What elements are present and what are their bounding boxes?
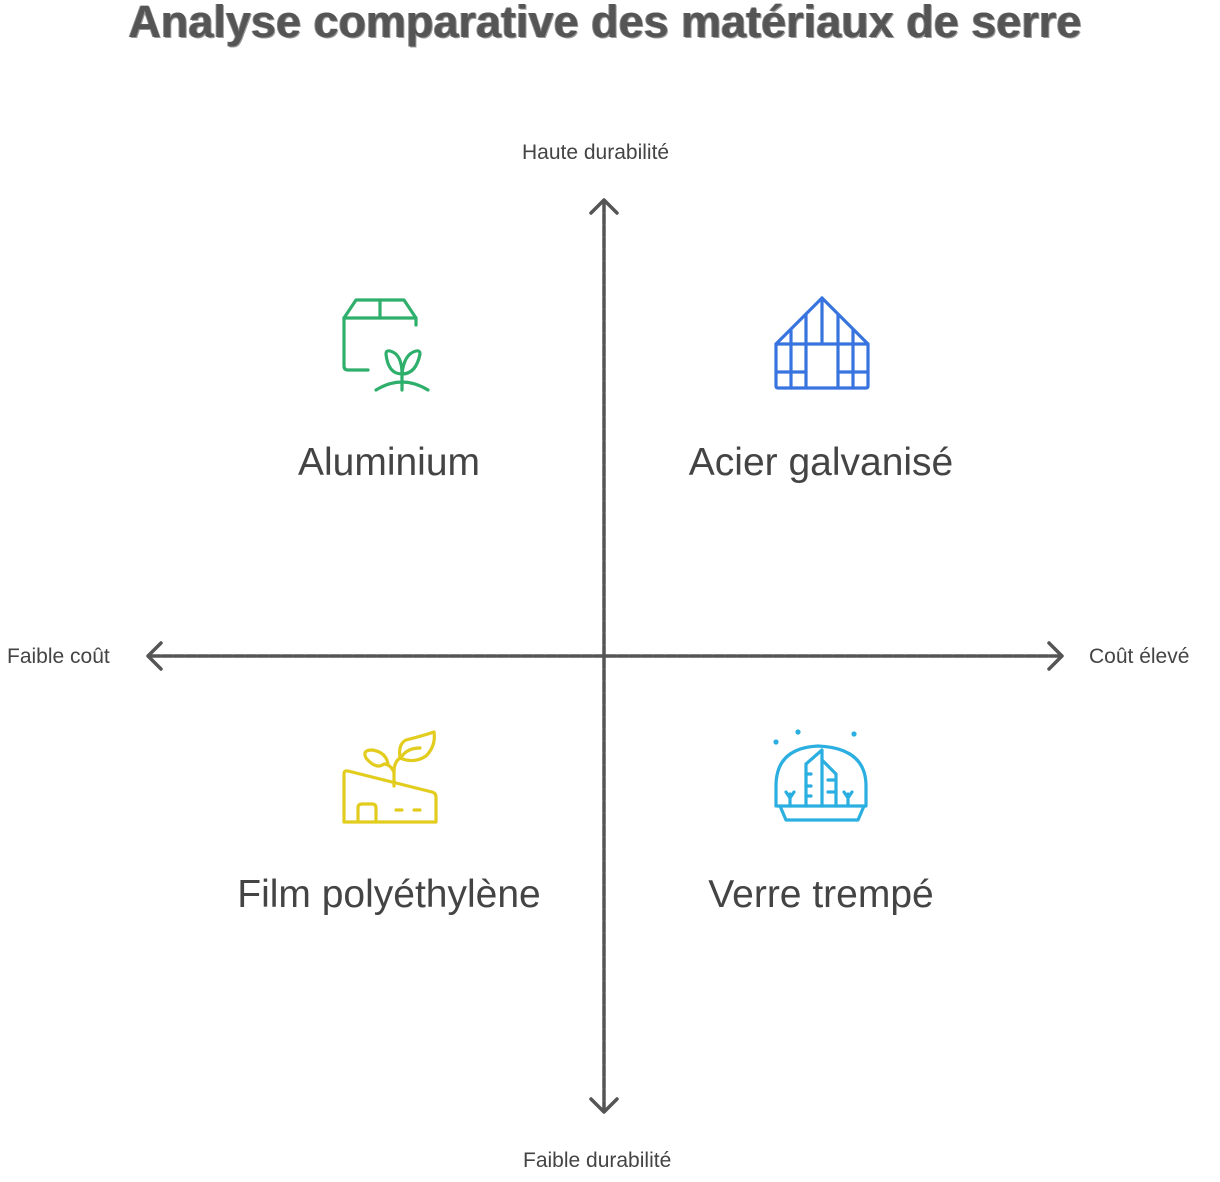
building-leaf-icon [342, 730, 438, 824]
glass-dome-icon [773, 729, 868, 822]
arrow-down-icon [589, 1097, 619, 1114]
page-title: Analyse comparative des matériaux de ser… [128, 0, 1082, 47]
arrow-right-icon [1047, 641, 1064, 671]
arrow-left-icon [146, 641, 163, 671]
quadrant-label-film-polyethylene: Film polyéthylène [237, 873, 541, 916]
quadrant-label-acier-galvanise: Acier galvanisé [688, 441, 954, 484]
axis-label-left: Faible coût [7, 645, 110, 668]
axis-label-bottom: Faible durabilité [523, 1149, 672, 1172]
arrow-up-icon [589, 198, 619, 215]
quadrant-label-verre-trempe: Verre trempé [708, 873, 934, 916]
axis-label-right: Coût élevé [1089, 645, 1190, 668]
greenhouse-frame-icon [774, 296, 870, 390]
quadrant-label-aluminium: Aluminium [297, 441, 481, 484]
greenhouse-box-sprout-icon [342, 298, 430, 392]
axis-label-top: Haute durabilité [522, 141, 670, 164]
